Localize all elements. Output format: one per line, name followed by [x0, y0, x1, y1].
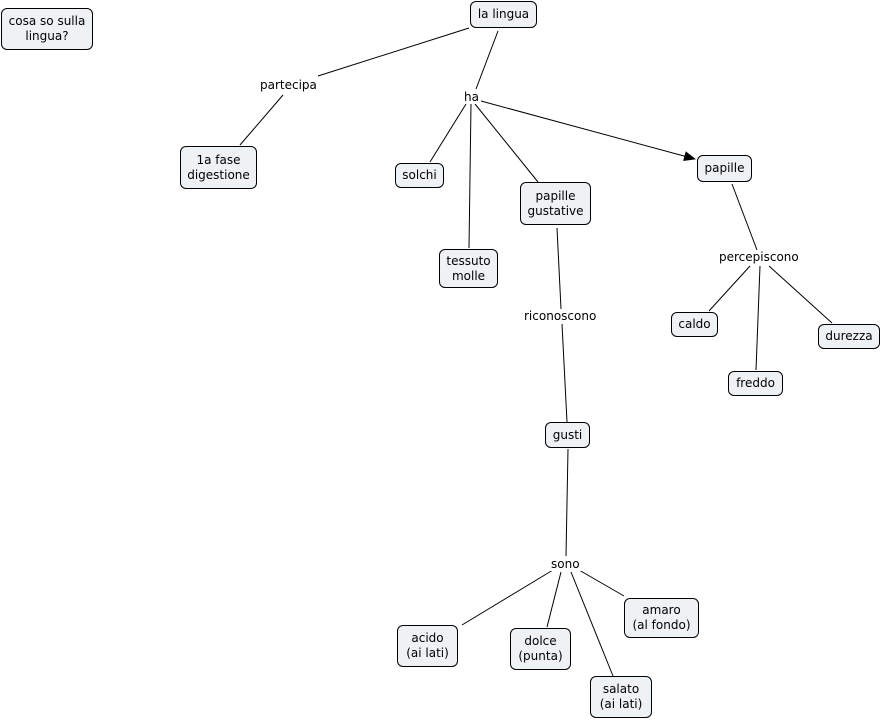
link-sono-salato — [570, 571, 614, 677]
linking-phrase-riconoscono[interactable]: riconoscono — [522, 309, 599, 323]
link-sono-dolce — [546, 571, 562, 628]
link-papille-percepiscono — [731, 183, 758, 251]
concept-tessuto-molle[interactable]: tessuto molle — [439, 249, 498, 288]
concept-papille-gustative[interactable]: papille gustative — [520, 182, 591, 225]
concept-salato[interactable]: salato (ai lati) — [590, 676, 652, 718]
concept-1a-fase-digestione[interactable]: 1a fase digestione — [180, 146, 257, 189]
concept-acido[interactable]: acido (ai lati) — [397, 625, 458, 667]
concept-solchi[interactable]: solchi — [395, 163, 444, 188]
concept-caldo[interactable]: caldo — [671, 312, 718, 337]
linking-phrase-ha[interactable]: ha — [462, 90, 481, 104]
link-percepiscono-durezza — [768, 265, 833, 324]
concept-papille[interactable]: papille — [697, 155, 752, 182]
link-partecipa-digestione — [239, 94, 284, 146]
link-ha-tessuto — [468, 103, 472, 249]
concept-la-lingua[interactable]: la lingua — [470, 1, 537, 28]
link-riconoscono-gusti — [561, 323, 568, 423]
link-percepiscono-caldo — [708, 265, 751, 312]
link-gusti-sono — [565, 448, 569, 557]
linking-phrase-sono[interactable]: sono — [549, 557, 582, 571]
link-papille-gustative-riconoscono — [556, 227, 562, 310]
link-lingua-ha — [475, 30, 499, 90]
link-sono-amaro — [578, 569, 625, 597]
link-ha-solchi — [429, 103, 467, 163]
concept-freddo[interactable]: freddo — [728, 371, 783, 396]
linking-phrase-partecipa[interactable]: partecipa — [258, 78, 319, 92]
concept-amaro[interactable]: amaro (al fondo) — [624, 598, 699, 638]
concept-title-note[interactable]: cosa so sulla lingua? — [1, 8, 93, 50]
link-lingua-partecipa — [317, 27, 470, 77]
link-ha-papille — [480, 100, 696, 161]
link-sono-acido — [461, 569, 554, 626]
concept-dolce[interactable]: dolce (punta) — [510, 628, 571, 670]
link-ha-papille-gustative — [474, 103, 539, 183]
link-percepiscono-freddo — [755, 265, 761, 371]
concept-gusti[interactable]: gusti — [545, 422, 590, 448]
concept-durezza[interactable]: durezza — [818, 324, 880, 349]
linking-phrase-percepiscono[interactable]: percepiscono — [717, 250, 801, 264]
